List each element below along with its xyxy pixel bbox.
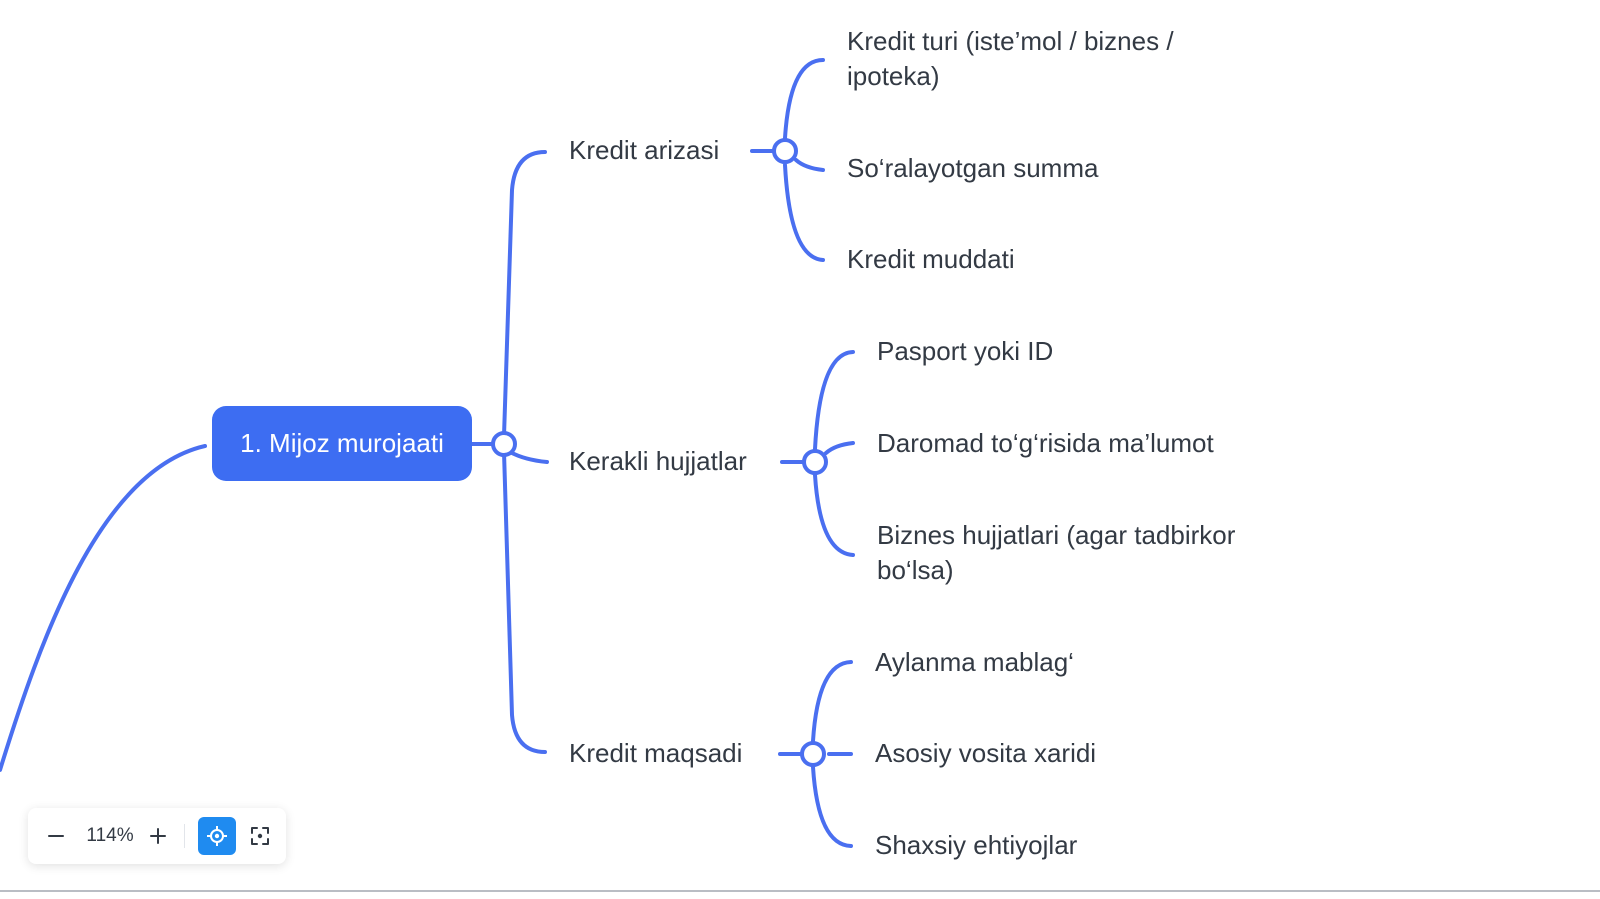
connector-root-to-kerakli-hujjatlar: [508, 450, 549, 464]
branch-kredit-arizasi-junction-circle: [772, 138, 798, 164]
leaf-shaxsiy[interactable]: Shaxsiy ehtiyojlar: [875, 830, 1078, 860]
connector-to-kredit-muddati: [783, 163, 825, 262]
root-junction-circle: [491, 431, 517, 457]
connector-to-soralayotgan-summa: [794, 158, 825, 172]
leaf-biznes-hujjatlari[interactable]: Biznes hujjatlari (agar tadbirkor bo‘lsa…: [877, 520, 1236, 585]
leaf-aylanma[interactable]: Aylanma mablag‘: [875, 647, 1074, 677]
leaf-asosiy-vosita[interactable]: Asosiy vosita xaridi: [875, 738, 1097, 768]
incoming-connector: [0, 444, 207, 772]
leaf-kredit-muddati[interactable]: Kredit muddati: [847, 244, 1015, 274]
locate-target-icon: [207, 826, 227, 846]
fit-screen-button[interactable]: [244, 820, 276, 852]
connector-to-daromad: [824, 441, 855, 455]
minus-icon: [48, 835, 64, 837]
leaf-daromad[interactable]: Daromad to‘g‘risida ma’lumot: [877, 428, 1214, 458]
zoom-out-button[interactable]: [40, 820, 72, 852]
branch-kredit-maqsadi-junction-circle: [800, 741, 826, 767]
zoom-toolbar: 114%: [28, 808, 286, 864]
connector-root-to-kredit-arizasi: [502, 150, 547, 438]
connector-to-pasport: [813, 350, 855, 451]
zoom-in-button[interactable]: [142, 820, 174, 852]
toolbar-separator: [184, 824, 185, 848]
bottom-divider: [0, 890, 1600, 892]
connector-to-biznes-hujjatlari: [813, 473, 855, 557]
locate-button[interactable]: [198, 817, 236, 855]
leaf-pasport[interactable]: Pasport yoki ID: [877, 336, 1054, 366]
branch-kredit-arizasi[interactable]: Kredit arizasi: [569, 135, 720, 165]
branch-kerakli-hujjatlar[interactable]: Kerakli hujjatlar: [569, 446, 747, 476]
connector-to-shaxsiy: [811, 765, 853, 848]
connector-to-aylanma: [811, 660, 853, 743]
root-node-label: 1. Mijoz murojaati: [240, 428, 444, 458]
leaf-soralayotgan-summa[interactable]: So‘ralayotgan summa: [847, 153, 1099, 183]
branch-kerakli-hujjatlar-junction-circle: [802, 449, 828, 475]
zoom-level-value: 114%: [86, 825, 134, 846]
root-node[interactable]: 1. Mijoz murojaati: [212, 406, 472, 481]
fit-screen-icon: [251, 827, 269, 845]
branch-kredit-maqsadi[interactable]: Kredit maqsadi: [569, 738, 743, 768]
leaf-kredit-turi[interactable]: Kredit turi (iste’mol / biznes / ipoteka…: [847, 26, 1174, 91]
connector-root-to-kredit-maqsadi: [502, 450, 547, 754]
connector-to-kredit-turi: [783, 58, 825, 140]
plus-icon: [150, 828, 166, 844]
